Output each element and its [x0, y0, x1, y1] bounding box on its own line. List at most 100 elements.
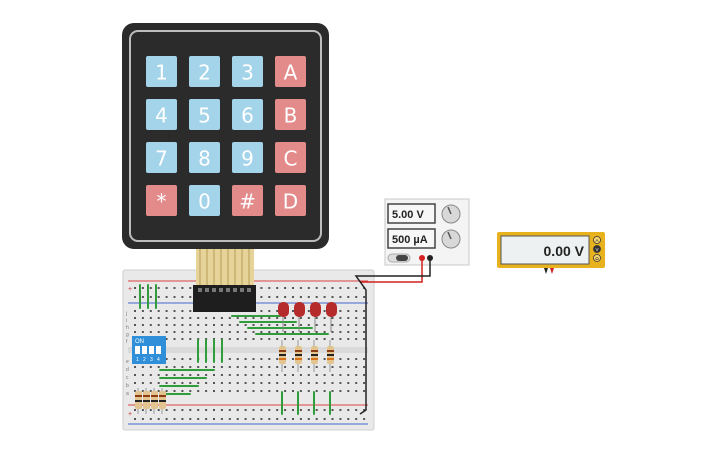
breadboard-hole[interactable] — [268, 409, 271, 411]
breadboard-hole[interactable] — [331, 324, 334, 326]
resistor[interactable] — [151, 388, 158, 414]
breadboard-hole[interactable] — [268, 358, 271, 360]
breadboard-hole[interactable] — [157, 374, 160, 376]
breadboard-hole[interactable] — [181, 418, 184, 420]
breadboard-hole[interactable] — [315, 296, 318, 298]
wire-black-ground[interactable] — [354, 260, 431, 415]
breadboard-hole[interactable] — [331, 338, 334, 340]
breadboard-hole[interactable] — [244, 317, 247, 319]
breadboard-hole[interactable] — [268, 324, 271, 326]
breadboard-hole[interactable] — [189, 310, 192, 312]
keypad-key-3[interactable]: 3 — [232, 56, 263, 87]
breadboard-hole[interactable] — [323, 317, 326, 319]
breadboard-hole[interactable] — [134, 409, 136, 411]
breadboard-hole[interactable] — [205, 409, 208, 411]
multimeter-probe-red[interactable] — [550, 268, 554, 274]
breadboard-hole[interactable] — [260, 324, 263, 326]
breadboard-hole[interactable] — [292, 382, 294, 384]
breadboard-hole[interactable] — [347, 358, 350, 360]
breadboard-hole[interactable] — [165, 366, 168, 368]
breadboard-hole[interactable] — [355, 310, 358, 312]
breadboard-hole[interactable] — [276, 374, 279, 376]
breadboard-hole[interactable] — [260, 331, 263, 333]
breadboard-hole[interactable] — [292, 331, 294, 333]
breadboard-hole[interactable] — [157, 331, 160, 333]
breadboard-hole[interactable] — [315, 390, 318, 392]
breadboard-hole[interactable] — [347, 296, 350, 298]
breadboard-hole[interactable] — [165, 287, 168, 289]
breadboard-hole[interactable] — [244, 374, 247, 376]
breadboard-hole[interactable] — [268, 317, 271, 319]
breadboard-hole[interactable] — [181, 374, 184, 376]
breadboard-hole[interactable] — [323, 382, 326, 384]
breadboard-hole[interactable] — [252, 390, 255, 392]
breadboard-hole[interactable] — [134, 418, 136, 420]
breadboard-hole[interactable] — [157, 296, 160, 298]
breadboard-hole[interactable] — [173, 338, 176, 340]
breadboard-hole[interactable] — [260, 390, 263, 392]
breadboard-hole[interactable] — [299, 338, 302, 340]
breadboard-hole[interactable] — [347, 366, 350, 368]
breadboard-hole[interactable] — [157, 366, 160, 368]
breadboard-hole[interactable] — [189, 324, 192, 326]
breadboard-hole[interactable] — [276, 338, 279, 340]
breadboard-hole[interactable] — [141, 390, 144, 392]
breadboard-hole[interactable] — [244, 338, 247, 340]
resistor[interactable] — [135, 388, 142, 414]
breadboard-hole[interactable] — [181, 331, 184, 333]
breadboard-hole[interactable] — [244, 418, 247, 420]
breadboard-hole[interactable] — [220, 382, 223, 384]
breadboard-hole[interactable] — [339, 310, 342, 312]
breadboard-hole[interactable] — [236, 324, 239, 326]
breadboard-hole[interactable] — [315, 287, 318, 289]
breadboard-hole[interactable] — [331, 382, 334, 384]
breadboard-hole[interactable] — [149, 296, 152, 298]
breadboard-hole[interactable] — [323, 287, 326, 289]
breadboard-hole[interactable] — [276, 409, 279, 411]
breadboard-hole[interactable] — [220, 366, 223, 368]
breadboard-hole[interactable] — [284, 366, 287, 368]
breadboard-hole[interactable] — [268, 338, 271, 340]
breadboard-hole[interactable] — [315, 374, 318, 376]
breadboard-hole[interactable] — [157, 317, 160, 319]
keypad-key-A[interactable]: A — [275, 56, 306, 87]
breadboard-hole[interactable] — [363, 310, 366, 312]
breadboard-hole[interactable] — [165, 317, 168, 319]
breadboard-hole[interactable] — [260, 310, 263, 312]
breadboard-hole[interactable] — [165, 374, 168, 376]
dip-toggle-3[interactable] — [149, 346, 154, 354]
breadboard-hole[interactable] — [141, 418, 144, 420]
breadboard-hole[interactable] — [252, 338, 255, 340]
breadboard-hole[interactable] — [339, 374, 342, 376]
breadboard-hole[interactable] — [363, 382, 366, 384]
breadboard-hole[interactable] — [347, 390, 350, 392]
breadboard-hole[interactable] — [292, 374, 294, 376]
breadboard-hole[interactable] — [252, 382, 255, 384]
breadboard-hole[interactable] — [355, 382, 358, 384]
power-supply[interactable]: 5.00 V 500 µA — [384, 198, 470, 266]
breadboard-hole[interactable] — [197, 409, 200, 411]
breadboard-hole[interactable] — [268, 374, 271, 376]
breadboard-hole[interactable] — [339, 317, 342, 319]
breadboard-hole[interactable] — [134, 324, 136, 326]
breadboard-hole[interactable] — [260, 366, 263, 368]
breadboard-hole[interactable] — [141, 310, 144, 312]
breadboard-hole[interactable] — [189, 418, 192, 420]
breadboard-hole[interactable] — [339, 296, 342, 298]
breadboard-hole[interactable] — [252, 317, 255, 319]
breadboard-hole[interactable] — [189, 287, 192, 289]
breadboard-hole[interactable] — [134, 331, 136, 333]
keypad-key-7[interactable]: 7 — [146, 142, 177, 173]
breadboard-hole[interactable] — [355, 366, 358, 368]
breadboard-hole[interactable] — [244, 358, 247, 360]
breadboard-hole[interactable] — [252, 358, 255, 360]
breadboard-hole[interactable] — [165, 390, 168, 392]
breadboard-hole[interactable] — [157, 310, 160, 312]
breadboard-hole[interactable] — [213, 409, 215, 411]
breadboard-hole[interactable] — [347, 310, 350, 312]
breadboard-hole[interactable] — [134, 374, 136, 376]
breadboard-hole[interactable] — [149, 382, 152, 384]
breadboard-hole[interactable] — [173, 390, 176, 392]
breadboard-hole[interactable] — [220, 324, 223, 326]
breadboard-hole[interactable] — [244, 366, 247, 368]
